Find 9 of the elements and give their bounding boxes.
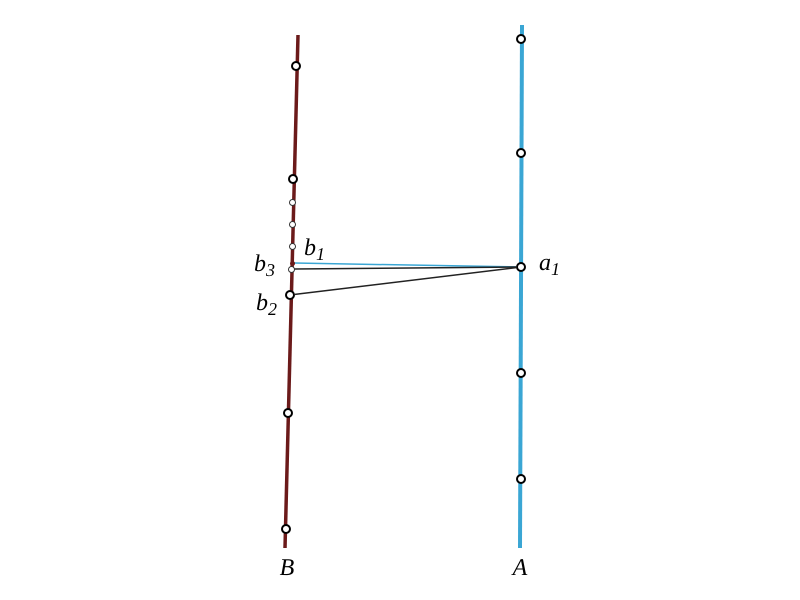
line-label: B [280,556,294,580]
point-label: b$_{1}$ [304,236,325,260]
connecting-line [294,266,516,296]
point-label: b$_{3}$ [254,252,275,276]
connecting-line [294,262,516,268]
point-label: a$_{1}$ [539,251,560,275]
point-label: b$_{2}$ [256,291,277,315]
line-label: A [512,556,528,580]
connecting-line [294,266,516,270]
